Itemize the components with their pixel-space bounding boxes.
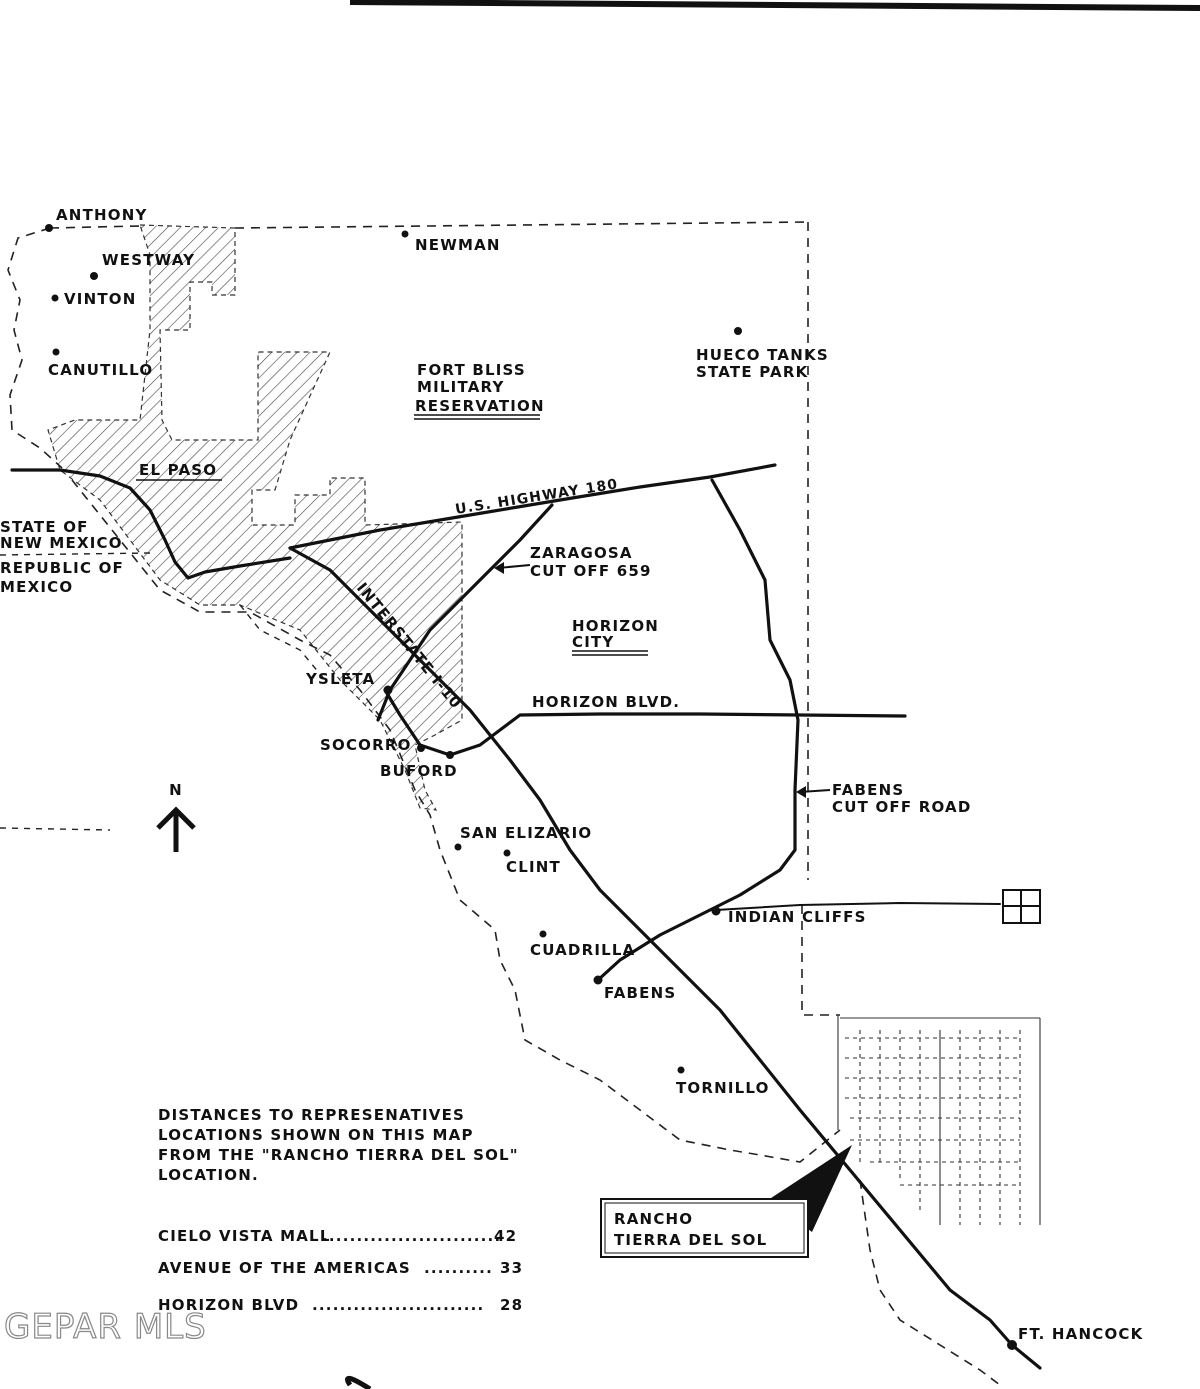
- cropped-letter-fragment: [345, 1376, 372, 1389]
- label-us-highway-180: U.S. HIGHWAY 180: [454, 476, 619, 518]
- label-hueco-tanks: HUECO TANKS: [696, 346, 829, 364]
- label-military: MILITARY: [417, 378, 505, 396]
- ysleta-dot: [383, 685, 393, 695]
- distance-row-value: 28: [500, 1296, 523, 1314]
- newman-dot: [401, 230, 409, 238]
- label-tornillo: TORNILLO: [676, 1079, 770, 1097]
- anthony-dot: [45, 224, 53, 232]
- canutillo-dot: [52, 348, 60, 356]
- distances-legend: DISTANCES TO REPRESENATIVES LOCATIONS SH…: [158, 1106, 523, 1314]
- distance-row-value: 42: [494, 1227, 517, 1245]
- distances-intro-4: LOCATION.: [158, 1166, 259, 1184]
- label-cut-off-659: CUT OFF 659: [530, 562, 652, 580]
- fabens-arrowhead: [796, 786, 806, 798]
- label-state-of: STATE OF: [0, 518, 89, 536]
- tornillo-dot: [677, 1066, 685, 1074]
- interstate-10: [288, 546, 1042, 1370]
- north-label: N: [169, 781, 183, 799]
- label-cut-off-road: CUT OFF ROAD: [832, 798, 971, 816]
- north-arrow: N: [156, 781, 196, 852]
- label-san-elizario: SAN ELIZARIO: [460, 824, 592, 842]
- label-fabens-cutoff: FABENS: [832, 781, 904, 799]
- label-clint: CLINT: [506, 858, 561, 876]
- rancho-line-2: TIERRA DEL SOL: [614, 1231, 767, 1249]
- place-dots: [45, 224, 1017, 1350]
- label-ft-hancock: FT. HANCOCK: [1018, 1325, 1144, 1343]
- watermark: GEPAR MLS: [4, 1307, 207, 1347]
- distance-row-leader: .........................: [312, 1296, 484, 1314]
- distances-intro-1: DISTANCES TO REPRESENATIVES: [158, 1106, 465, 1124]
- label-vinton: VINTON: [64, 290, 136, 308]
- label-horizon: HORIZON: [572, 617, 659, 635]
- label-state-park: STATE PARK: [696, 363, 809, 381]
- buford-dot: [446, 751, 454, 759]
- subdivision-grid: [837, 1015, 1041, 1225]
- label-ysleta: YSLETA: [305, 670, 375, 688]
- label-el-paso: EL PASO: [139, 461, 217, 479]
- label-anthony: ANTHONY: [56, 206, 148, 224]
- us-highway-180: [288, 463, 777, 550]
- label-new-mexico: NEW MEXICO: [0, 534, 123, 552]
- fabens-cutoff-road: [596, 478, 800, 982]
- hueco-tanks-dot: [734, 327, 742, 335]
- westway-dot: [90, 272, 98, 280]
- el-paso-urban-area: [47, 224, 463, 811]
- mexico-border-inner: [239, 604, 326, 681]
- distance-row-leader: ..........: [424, 1259, 493, 1277]
- label-westway: WESTWAY: [102, 251, 195, 269]
- state-line-road: [10, 468, 292, 580]
- distance-row-value: 33: [500, 1259, 523, 1277]
- label-city: CITY: [572, 633, 614, 651]
- rancho-line-1: RANCHO: [614, 1210, 693, 1228]
- indian-cliffs-road: [715, 901, 1001, 911]
- label-buford: BUFORD: [380, 762, 458, 780]
- label-fort-bliss: FORT BLISS: [417, 361, 526, 379]
- label-horizon-blvd: HORIZON BLVD.: [532, 693, 680, 711]
- vinton-dot: [51, 294, 59, 302]
- ft-hancock-dot: [1007, 1340, 1017, 1350]
- label-zaragosa: ZARAGOSA: [530, 544, 633, 562]
- label-republic-of: REPUBLIC OF: [0, 559, 124, 577]
- distances-intro-2: LOCATIONS SHOWN ON THIS MAP: [158, 1126, 474, 1144]
- socorro-dot: [417, 744, 425, 752]
- clint-dot: [503, 849, 511, 857]
- fabens-dot: [593, 975, 603, 985]
- label-mexico: MEXICO: [0, 578, 73, 596]
- san-elizario-dot: [454, 843, 462, 851]
- label-socorro: SOCORRO: [320, 736, 412, 754]
- zaragosa-cutoff-659: [376, 503, 554, 722]
- indian-cliffs-dot: [711, 906, 721, 916]
- label-canutillo: CANUTILLO: [48, 361, 153, 379]
- label-newman: NEWMAN: [415, 236, 501, 254]
- label-reservation: RESERVATION: [415, 397, 545, 415]
- horizon-blvd: [383, 688, 907, 757]
- rio-grande-river-south: [859, 1179, 1001, 1386]
- label-cuadrilla: CUADRILLA: [530, 941, 635, 959]
- state-line-west: [0, 552, 151, 831]
- distances-intro-3: FROM THE "RANCHO TIERRA DEL SOL": [158, 1146, 519, 1164]
- label-indian-cliffs: INDIAN CLIFFS: [728, 908, 867, 926]
- distance-row-label: AVENUE OF THE AMERICAS: [158, 1259, 411, 1277]
- zaragosa-arrowhead: [494, 562, 504, 574]
- distance-row-label: HORIZON BLVD: [158, 1296, 299, 1314]
- cuadrilla-dot: [539, 930, 547, 938]
- distance-row-leader: ..........................: [322, 1227, 501, 1245]
- label-fabens: FABENS: [604, 984, 676, 1002]
- county-boundary-line: [7, 227, 63, 469]
- county-boundary-line-east: [801, 222, 840, 1016]
- rancho-tierra-del-sol-box: RANCHO TIERRA DEL SOL: [600, 1198, 809, 1258]
- top-border-line: [349, 0, 1200, 11]
- distance-row-label: CIELO VISTA MALL: [158, 1227, 331, 1245]
- indian-cliffs-box: [1002, 889, 1041, 924]
